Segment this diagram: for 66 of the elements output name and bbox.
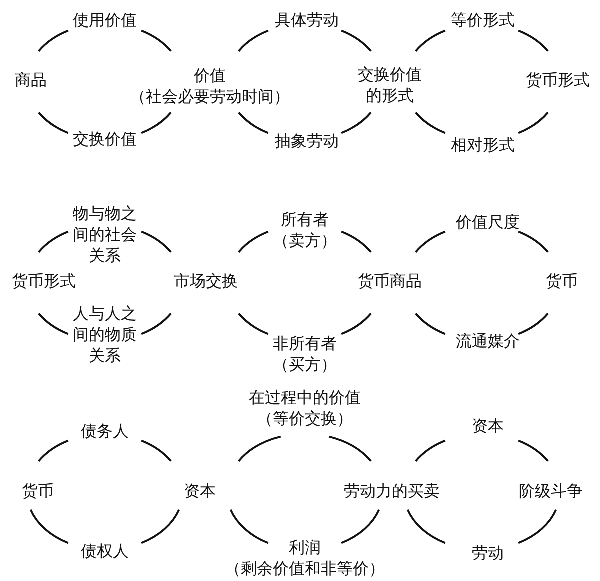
arc-connector [415,440,446,462]
concept-text: 交换价值的形式 [357,66,423,107]
concept-text: 交换价值 [73,130,137,151]
concept-text: 所有者（卖方） [272,211,338,252]
concept-text: 流通媒介 [456,332,520,353]
concept-text: 货币商品 [358,272,422,293]
arc-connector [141,230,172,253]
concept-text: 价值（社会必要劳动时间） [129,67,291,108]
concept-text: 劳动 [472,544,504,565]
concept-text: 货币形式 [526,72,590,92]
concept-text: 债权人 [81,542,129,563]
arc-connector [141,509,180,544]
concept-text: 相对形式 [451,136,515,157]
arc-connector [341,509,380,544]
arc-connector [141,112,172,134]
concept-text: 价值尺度 [456,214,520,234]
concept-text: 非所有者（买方） [272,335,338,376]
arc-connector [30,509,69,544]
arc-connector [38,230,69,253]
arc-connector [406,509,446,544]
arc-connector [141,440,172,462]
arc-connector [518,440,549,462]
concept-text: 阶级斗争 [519,482,583,503]
arc-connector [38,30,69,52]
arc-connector [141,313,172,336]
concept-text: 资本 [472,418,504,438]
arc-connector [518,112,549,134]
concept-text: 债务人 [81,422,129,443]
concept-text: 货币 [546,272,578,293]
arc-connector [341,230,372,253]
arc-connector [341,112,372,134]
arc-connector [38,112,69,134]
concept-text: 使用价值 [73,12,137,32]
concept-text: 物与物之间的社会关系 [72,204,138,266]
arc-connector [518,30,549,52]
concept-text: 货币 [22,482,54,503]
concept-text: 市场交换 [174,272,238,293]
concept-text: 商品 [15,72,47,92]
concept-text: 资本 [184,482,216,503]
arc-connector [415,230,446,253]
arc-connector [238,112,269,134]
arc-connector [341,313,372,336]
arc-connector [230,509,269,544]
concept-text: 劳动力的买卖 [344,482,440,503]
concept-text: 抽象劳动 [275,132,339,153]
arc-connector [518,313,549,336]
arc-connector [38,440,69,462]
concept-text: 在过程中的价值（等价交换） [248,389,362,430]
concept-text: 人与人之间的物质关系 [72,304,138,366]
arc-connector [238,313,269,336]
concept-text: 等价形式 [451,12,515,32]
arc-connector [415,313,446,336]
concept-text: 具体劳动 [275,12,339,32]
concept-text: 货币形式 [12,272,76,293]
arc-connector [238,230,269,253]
arc-connector [141,30,172,52]
arc-connector [328,436,372,462]
concept-text: 利润（剩余价值和非等价） [224,539,386,580]
arc-connector [415,30,446,52]
arc-connector [238,30,269,52]
arc-connector [518,509,558,544]
arc-connector [38,313,69,336]
arc-connector [238,436,282,462]
arc-connector [518,230,549,253]
arc-connector [415,112,446,134]
arc-connector [341,30,372,52]
